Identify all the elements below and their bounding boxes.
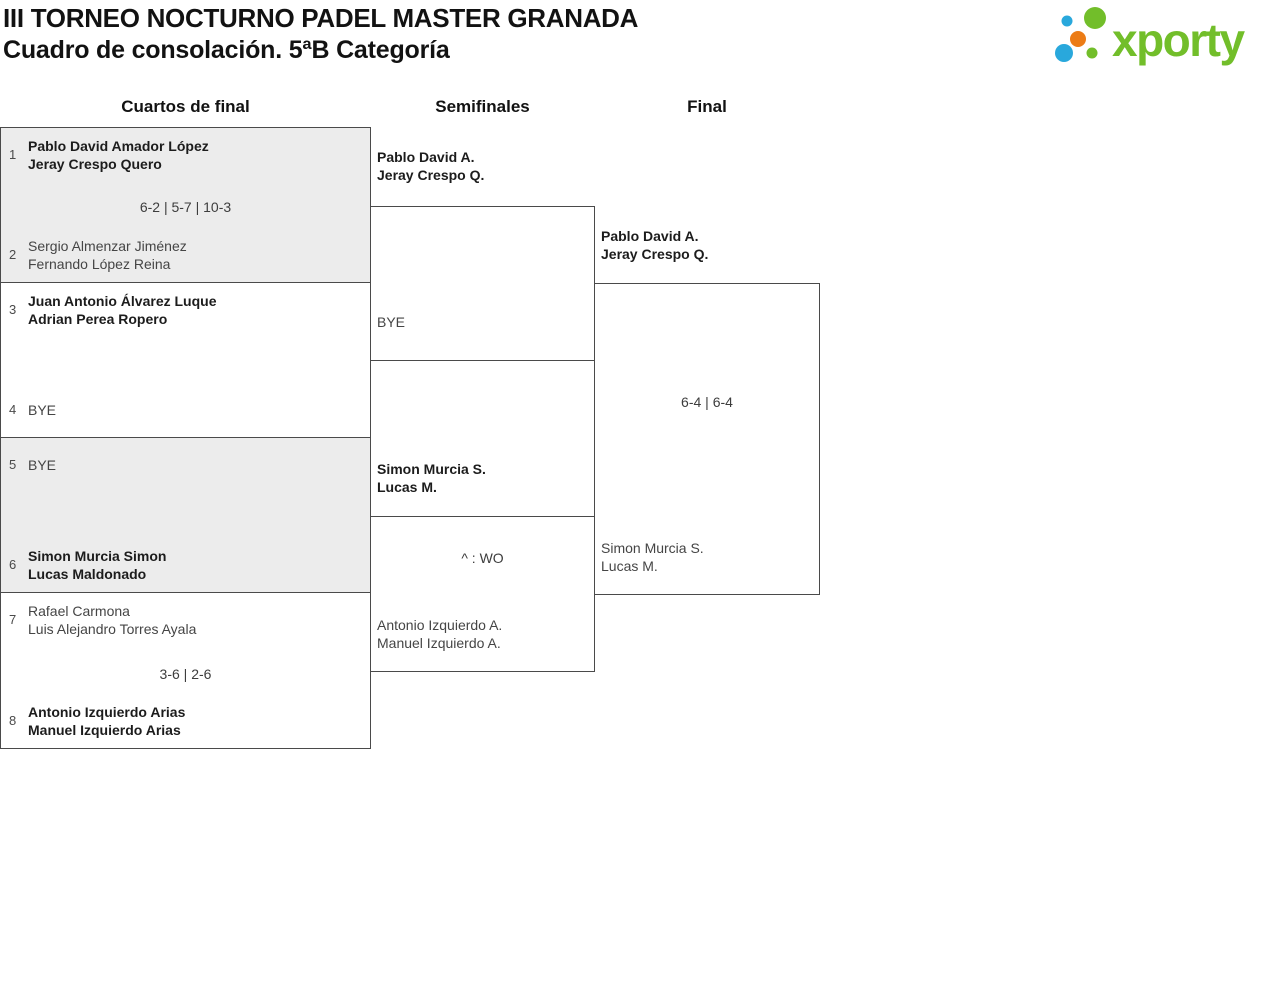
player-name: Jeray Crespo Q. [377,167,485,183]
player-name: Pablo David Amador López [28,138,209,154]
team-label: BYE [28,401,56,419]
team-label: Sergio Almenzar Jiménez Fernando López R… [28,237,187,273]
logo-dot-orange [1070,31,1086,47]
match-box-final [594,283,820,595]
match-score: 6-2 | 5-7 | 10-3 [139,199,232,215]
seed-number: 5 [9,457,17,472]
round-header-quarterfinals: Cuartos de final [121,97,250,116]
seed-number: 6 [9,557,17,572]
seed-number: 4 [9,402,17,417]
player-name: Adrian Perea Ropero [28,311,168,327]
player-name: Manuel Izquierdo Arias [28,722,181,738]
team-label: Rafael Carmona Luis Alejandro Torres Aya… [28,602,196,638]
match-box-qf2: 3 Juan Antonio Álvarez Luque Adrian Pere… [0,282,371,438]
player-name: Sergio Almenzar Jiménez [28,238,187,254]
player-name: Jeray Crespo Quero [28,156,162,172]
match-box-qf1: 1 Pablo David Amador López Jeray Crespo … [0,127,371,283]
seed-number: 3 [9,302,17,317]
seed-number: 1 [9,147,17,162]
player-name: Antonio Izquierdo Arias [28,704,186,720]
player-name: Simon Murcia Simon [28,548,167,564]
player-name: Antonio Izquierdo A. [377,617,503,633]
team-label: Simon Murcia S. Lucas M. [377,460,486,496]
team-label: Pablo David A. Jeray Crespo Q. [377,148,484,184]
player-name: Pablo David A. [377,149,475,165]
team-label: Pablo David Amador López Jeray Crespo Qu… [28,137,209,173]
bracket-subtitle: Cuadro de consolación. 5ªB Categoría [3,36,450,64]
team-label: BYE [28,456,56,474]
player-name: Pablo David A. [601,228,699,244]
match-box-qf4: 7 Rafael Carmona Luis Alejandro Torres A… [0,592,371,749]
logo-dot-green-small [1086,47,1098,59]
match-box-qf3: 5 BYE 6 Simon Murcia Simon Lucas Maldona… [0,437,371,593]
player-name: Manuel Izquierdo A. [377,635,501,651]
seed-number: 8 [9,713,17,728]
logo-dot-blue-small [1061,15,1073,27]
player-name: Simon Murcia S. [601,540,704,556]
bye-label: BYE [28,402,57,418]
team-label: Antonio Izquierdo Arias Manuel Izquierdo… [28,703,185,739]
match-score: 6-4 | 6-4 [681,394,733,410]
round-header-final: Final [687,97,727,116]
seed-number: 2 [9,247,17,262]
match-score: 3-6 | 2-6 [159,666,212,682]
round-header-semifinals: Semifinales [435,97,530,116]
team-label: Simon Murcia Simon Lucas Maldonado [28,547,166,583]
team-label: Pablo David A. Jeray Crespo Q. [601,227,708,263]
player-name: Lucas Maldonado [28,566,147,582]
player-name: Luis Alejandro Torres Ayala [28,621,197,637]
player-name: Jeray Crespo Q. [601,246,709,262]
player-name: Lucas M. [601,558,658,574]
player-name: Lucas M. [377,479,437,495]
logo-dot-green-large [1084,7,1106,29]
match-score: ^ : WO [461,550,504,566]
seed-number: 7 [9,612,17,627]
tournament-title: III TORNEO NOCTURNO PADEL MASTER GRANADA [3,3,639,33]
match-box-sf1 [370,206,595,361]
logo-wordmark: xporty [1112,14,1246,66]
team-label: Simon Murcia S. Lucas M. [601,539,704,575]
player-name: Fernando López Reina [28,256,171,272]
team-label: Antonio Izquierdo A. Manuel Izquierdo A. [377,616,502,652]
player-name: Juan Antonio Álvarez Luque [28,293,217,309]
player-name: Simon Murcia S. [377,461,486,477]
player-name: Rafael Carmona [28,603,130,619]
logo-dot-blue-large [1055,44,1073,62]
team-label: Juan Antonio Álvarez Luque Adrian Perea … [28,292,217,328]
bye-label: BYE [377,314,406,330]
bye-label: BYE [28,457,57,473]
xporty-logo: xporty [1055,7,1247,66]
